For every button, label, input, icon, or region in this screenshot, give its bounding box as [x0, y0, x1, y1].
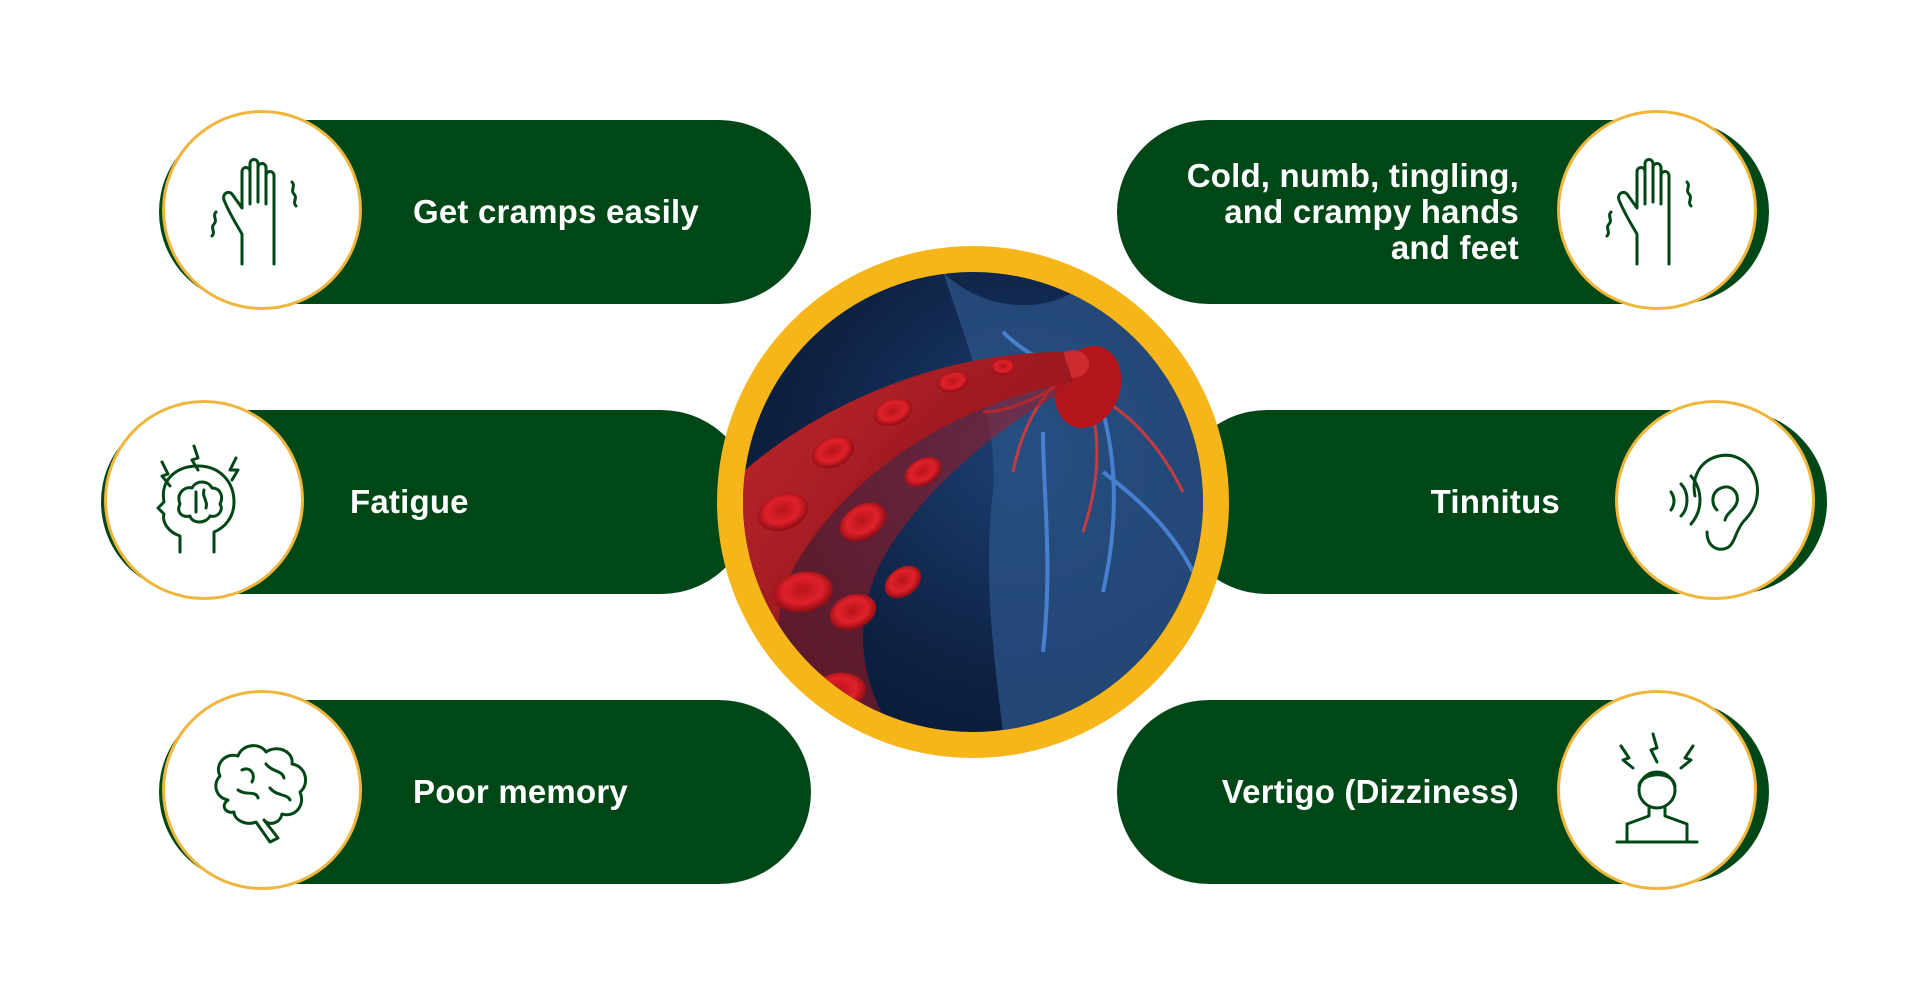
brain-icon	[214, 744, 308, 844]
icon-circle-cold-numb	[1557, 110, 1757, 310]
blood-vessel-heart-illustration	[743, 272, 1203, 732]
symptom-label-memory: Poor memory	[413, 773, 628, 810]
symptom-label-vertigo: Vertigo (Dizziness)	[1221, 773, 1519, 810]
icon-circle-tinnitus	[1615, 400, 1815, 600]
icon-circle-memory	[162, 690, 362, 890]
shaking-hand-icon	[210, 158, 298, 266]
shaking-hand-icon	[1605, 158, 1693, 266]
symptom-label-fatigue: Fatigue	[350, 483, 469, 520]
dizzy-person-icon	[1615, 732, 1699, 844]
ear-sound-icon	[1669, 453, 1759, 551]
icon-circle-fatigue	[104, 400, 304, 600]
icon-circle-vertigo	[1557, 690, 1757, 890]
symptom-label-tinnitus: Tinnitus	[1430, 483, 1560, 520]
symptom-label-cold-numb: Cold, numb, tingling, and crampy hands a…	[1186, 157, 1519, 266]
icon-circle-cramps	[162, 110, 362, 310]
symptom-label-cramps: Get cramps easily	[413, 193, 699, 230]
head-lightning-icon	[156, 444, 240, 554]
